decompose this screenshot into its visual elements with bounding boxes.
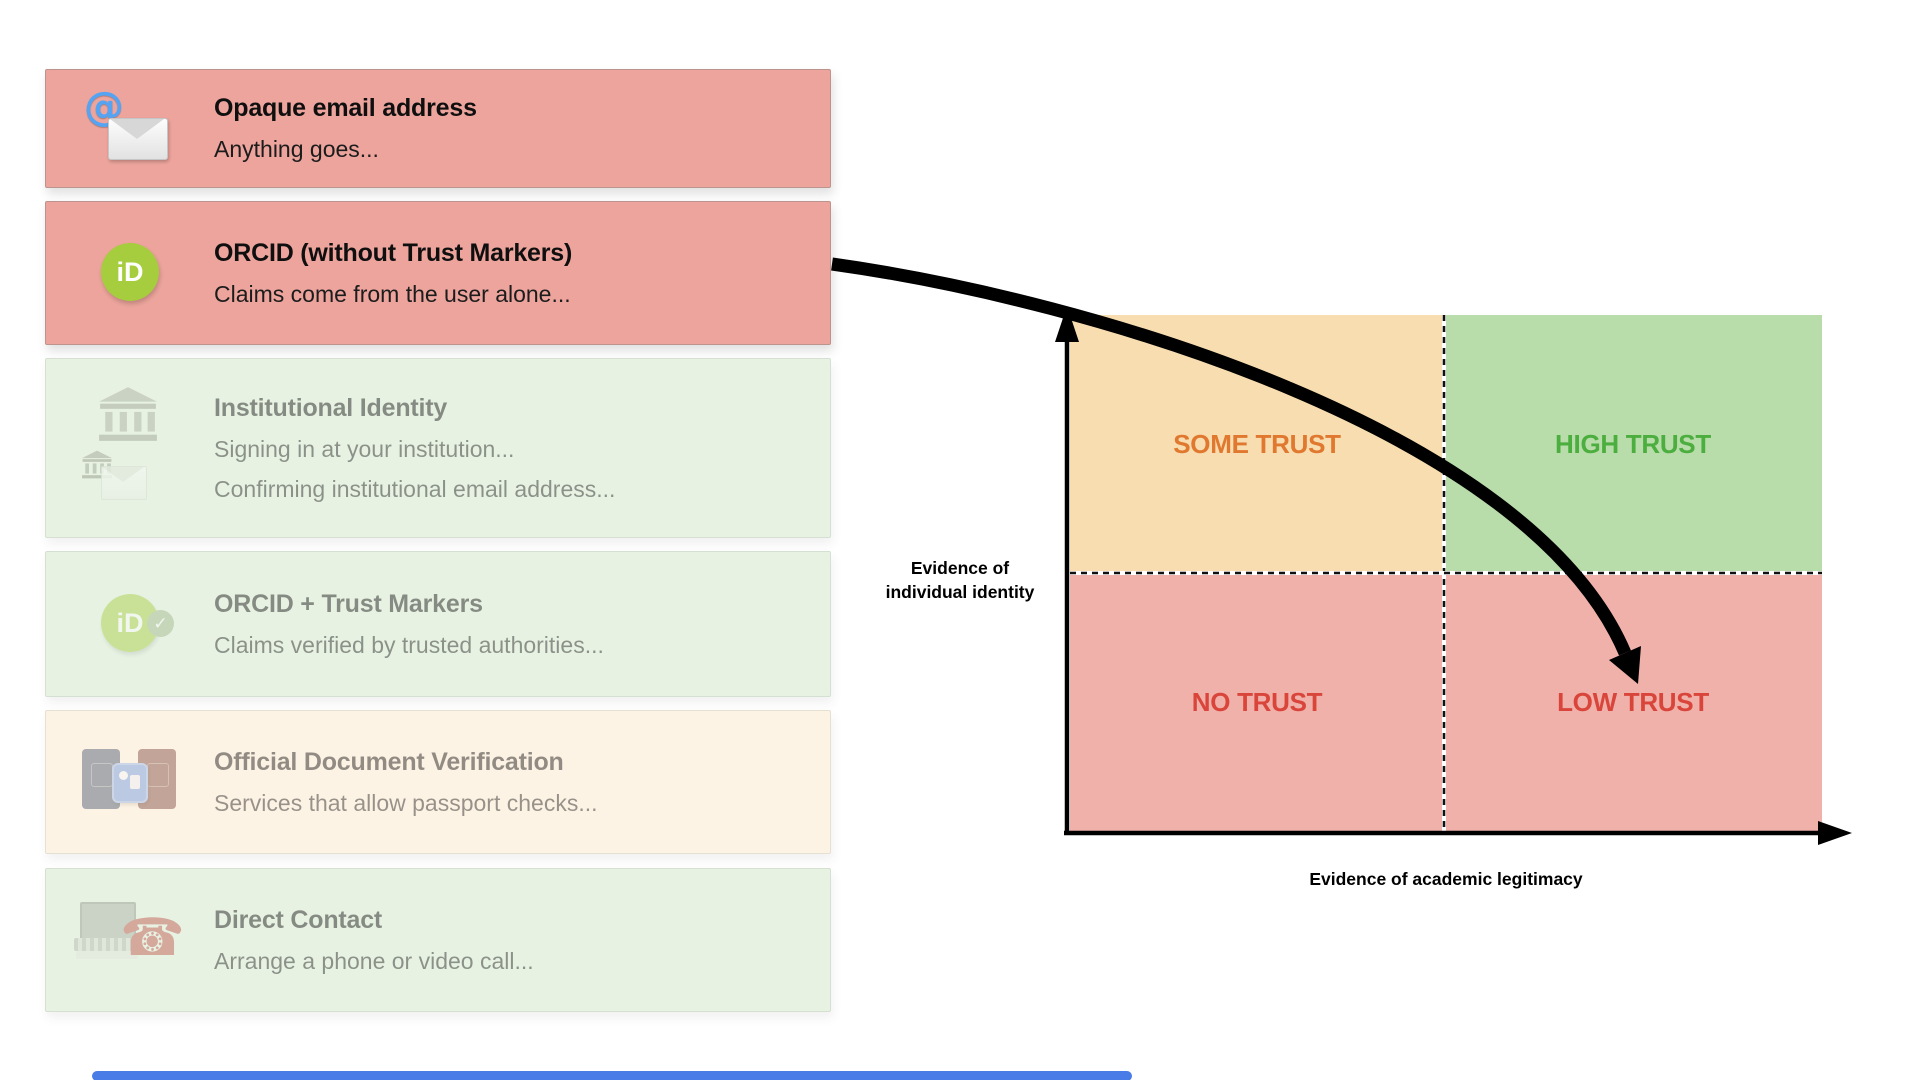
card-title: ORCID + Trust Markers: [214, 589, 483, 618]
bottom-blue-bar: [92, 1071, 1132, 1080]
bank-building-icon: [99, 387, 157, 441]
orcid-verified-icon: iD ✓: [84, 594, 176, 654]
orcid-id-icon: iD: [84, 243, 176, 303]
bank-building-small-icon: [82, 450, 112, 479]
card-title: Official Document Verification: [214, 747, 564, 776]
quadrant-low-trust: LOW TRUST: [1444, 573, 1822, 831]
quadrant-no-trust: NO TRUST: [1070, 573, 1444, 831]
envelope-small-icon: [101, 466, 147, 500]
x-axis-arrowhead: [1818, 821, 1852, 845]
card-orcid-trust-markers: iD ✓ ORCID + Trust Markers Claims verifi…: [45, 551, 831, 697]
passport-control-badge-icon: [112, 763, 148, 803]
card-subtitle: Signing in at your institution...: [214, 435, 515, 462]
laptop-telephone-icon: ☎: [74, 900, 186, 980]
quadrant-label-high-trust: HIGH TRUST: [1555, 428, 1711, 459]
card-subtitle: Claims verified by trusted authorities..…: [214, 631, 604, 658]
card-opaque-email: @ Opaque email address Anything goes...: [45, 69, 831, 188]
card-official-document-verification: Official Document Verification Services …: [45, 710, 831, 854]
card-title: Opaque email address: [214, 94, 477, 122]
card-subtitle: Claims come from the user alone...: [214, 280, 571, 307]
laptop-icon: [80, 902, 136, 940]
card-subtitle: Arrange a phone or video call...: [214, 947, 534, 974]
card-subtitle: Services that allow passport checks...: [214, 789, 598, 816]
envelope-icon: [108, 117, 168, 160]
quadrant-some-trust: SOME TRUST: [1070, 315, 1444, 573]
trust-quadrant-chart: SOME TRUST HIGH TRUST NO TRUST LOW TRUST: [1070, 315, 1822, 831]
quadrant-label-low-trust: LOW TRUST: [1557, 686, 1709, 717]
quadrant-high-trust: HIGH TRUST: [1444, 315, 1822, 573]
x-axis-label: Evidence of academic legitimacy: [1309, 869, 1583, 889]
card-title: Institutional Identity: [214, 393, 448, 422]
card-direct-contact: ☎ Direct Contact Arrange a phone or vide…: [45, 868, 831, 1012]
quadrant-label-no-trust: NO TRUST: [1191, 686, 1323, 717]
institution-icon: [75, 384, 185, 512]
card-institutional-identity: Institutional Identity Signing in at you…: [45, 358, 831, 538]
card-title: ORCID (without Trust Markers): [214, 238, 573, 267]
card-title: Direct Contact: [214, 905, 383, 934]
email-at-icon: @: [84, 84, 176, 166]
card-subtitle: Anything goes...: [214, 136, 379, 162]
check-badge-icon: ✓: [147, 610, 174, 637]
quadrant-label-some-trust: SOME TRUST: [1173, 428, 1341, 459]
telephone-icon: ☎: [120, 908, 185, 968]
card-subtitle: Confirming institutional email address..…: [214, 475, 616, 502]
card-orcid-no-trust-markers: iD ORCID (without Trust Markers) Claims …: [45, 201, 831, 345]
passport-check-icon: [74, 743, 186, 821]
y-axis-label: Evidence of individual identity: [885, 558, 1035, 602]
